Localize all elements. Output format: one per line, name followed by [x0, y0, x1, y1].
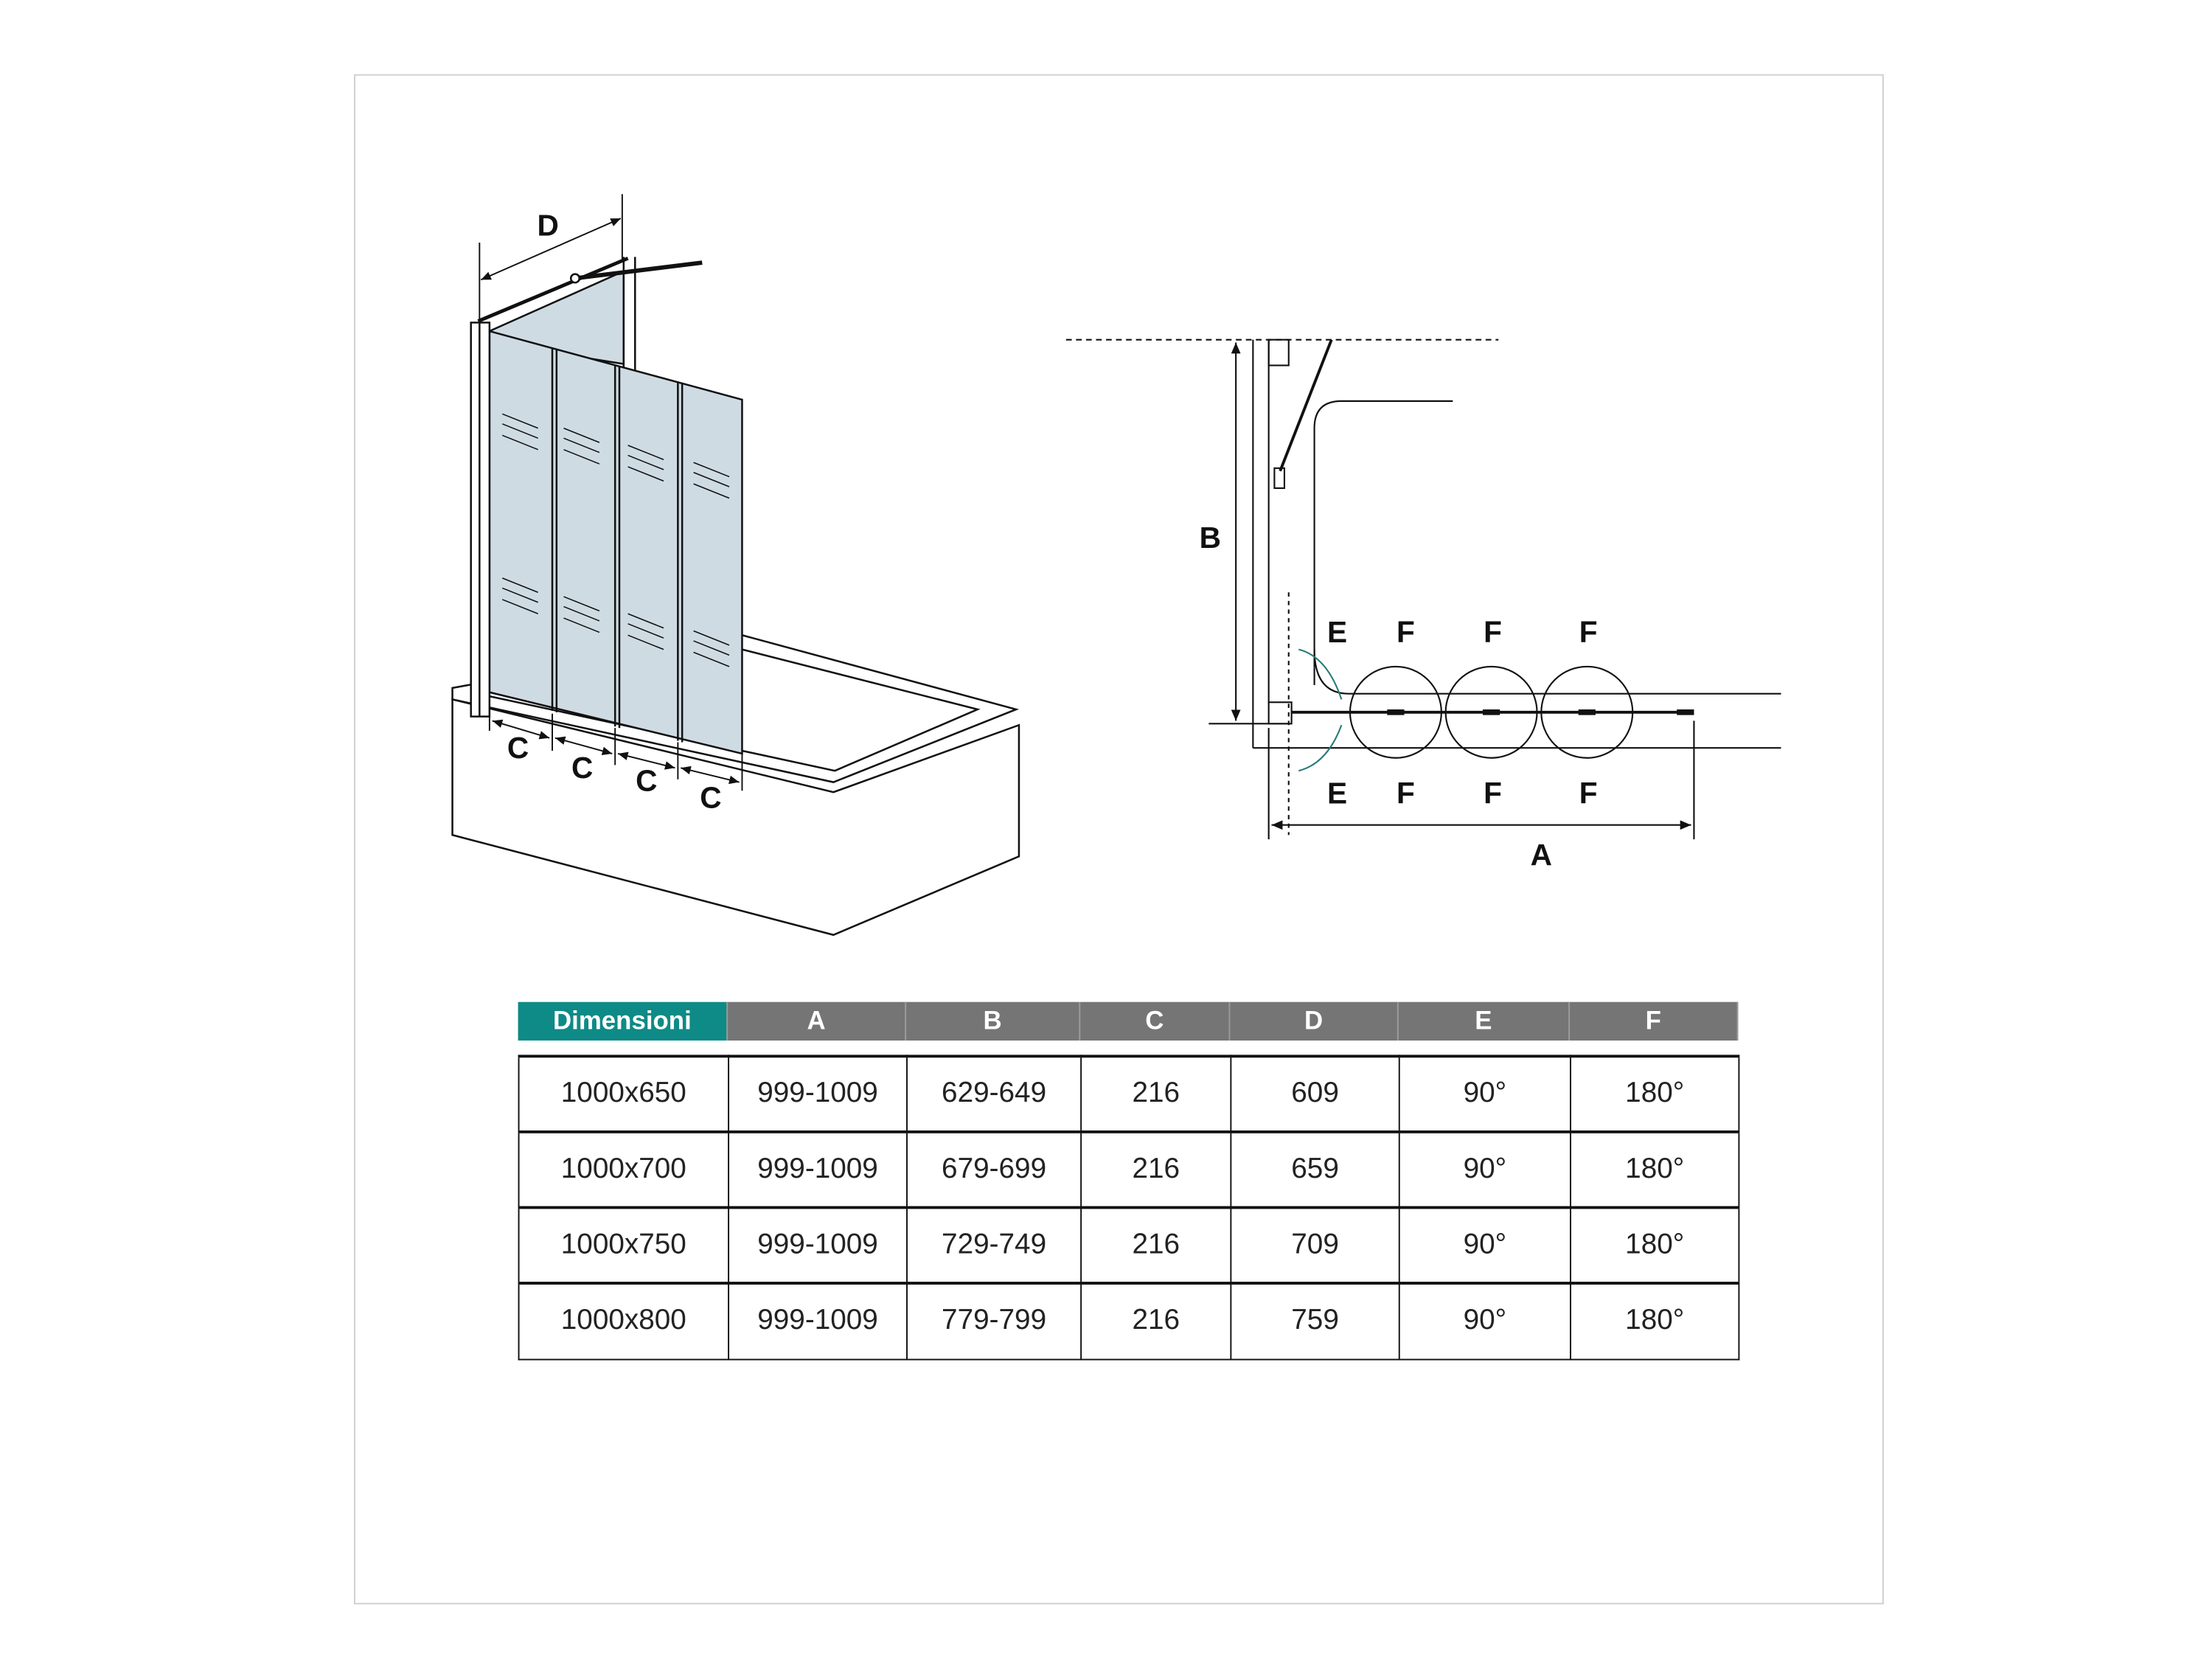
table-cell: 180° [1570, 1282, 1740, 1360]
table-cell: 609 [1230, 1055, 1400, 1133]
label-f-bottom-1: F [1397, 777, 1415, 810]
table-cell: 629-649 [906, 1055, 1082, 1133]
label-f-top-1: F [1397, 615, 1415, 649]
table-cell: 1000x700 [518, 1131, 730, 1209]
header-d: D [1230, 1001, 1399, 1041]
label-c-3: C [636, 763, 657, 797]
table-cell: 90° [1398, 1131, 1571, 1209]
header-a: A [728, 1001, 907, 1041]
label-b: B [1200, 521, 1221, 555]
table-cell: 1000x750 [518, 1206, 730, 1284]
table-cell: 180° [1570, 1206, 1740, 1284]
table-cell: 1000x800 [518, 1282, 730, 1360]
label-e-bottom: E [1327, 777, 1347, 810]
table-cell: 999-1009 [728, 1206, 908, 1284]
table-cell: 216 [1080, 1131, 1232, 1209]
table-cell: 90° [1398, 1206, 1571, 1284]
table-cell: 679-699 [906, 1131, 1082, 1209]
table-cell: 90° [1398, 1055, 1571, 1133]
label-d: D [538, 208, 559, 242]
dimension-d [479, 194, 623, 323]
page-frame [354, 74, 1884, 1605]
table-cell: 709 [1230, 1206, 1400, 1284]
label-e-top: E [1327, 615, 1347, 649]
table-cell: 216 [1080, 1055, 1232, 1133]
table-cell: 729-749 [906, 1206, 1082, 1284]
table-cell: 180° [1570, 1055, 1740, 1133]
tub-front-face [451, 698, 1020, 937]
dimension-c [488, 699, 743, 791]
header-f: F [1570, 1001, 1739, 1041]
plan-view [1065, 338, 1781, 840]
header-e: E [1398, 1001, 1571, 1041]
table-header: Dimensioni A B C D E F [518, 1001, 1739, 1041]
table-cell: 216 [1080, 1206, 1232, 1284]
label-a: A [1531, 838, 1552, 872]
table-cell: 999-1009 [728, 1282, 908, 1360]
table-cell: 659 [1230, 1131, 1400, 1209]
label-f-top-2: F [1484, 615, 1502, 649]
table-cell: 999-1009 [728, 1055, 908, 1133]
table-cell: 180° [1570, 1131, 1740, 1209]
header-b: B [906, 1001, 1081, 1041]
label-c-2: C [571, 751, 593, 785]
table-cell: 759 [1230, 1282, 1400, 1360]
label-f-top-3: F [1579, 615, 1598, 649]
label-c-4: C [700, 780, 721, 814]
table-cell: 779-799 [906, 1282, 1082, 1360]
label-c-1: C [507, 731, 529, 765]
table-cell: 216 [1080, 1282, 1232, 1360]
header-c: C [1080, 1001, 1231, 1041]
label-f-bottom-3: F [1579, 777, 1598, 810]
header-dimensioni: Dimensioni [518, 1001, 728, 1041]
table-cell: 90° [1398, 1282, 1571, 1360]
label-f-bottom-2: F [1484, 777, 1502, 810]
table-cell: 999-1009 [728, 1131, 908, 1209]
table-cell: 1000x650 [518, 1055, 730, 1133]
bath-screen [470, 257, 743, 755]
